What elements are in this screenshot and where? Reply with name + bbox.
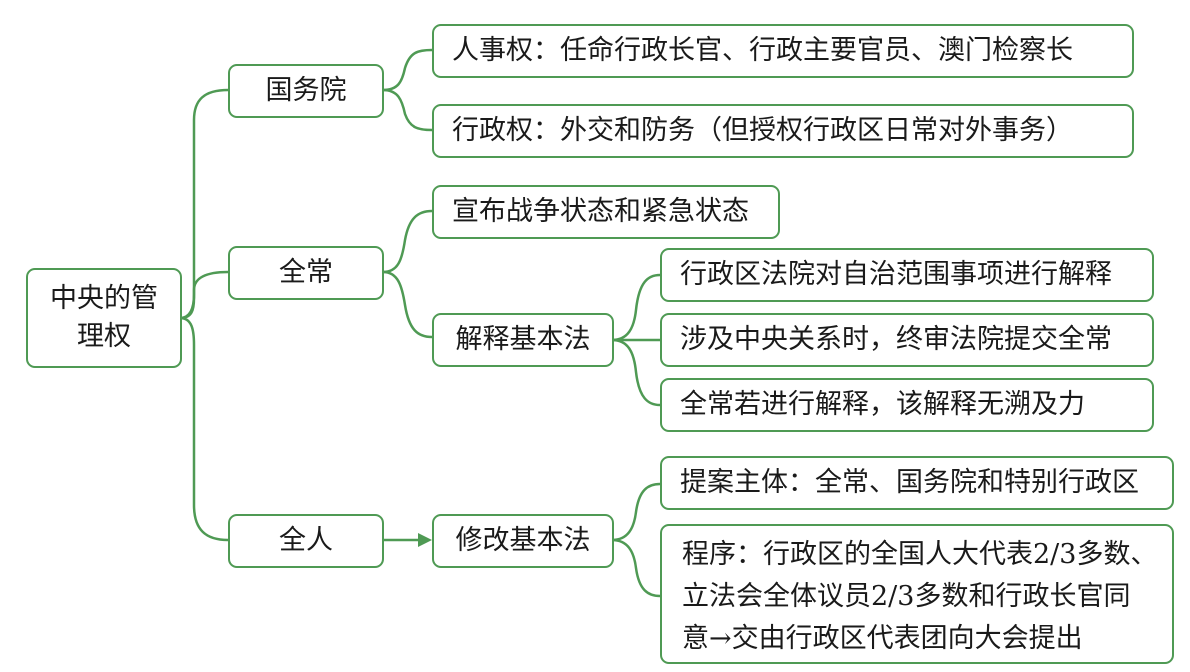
node-jieshi-3: 全常若进行解释，该解释无溯及力 [660,378,1154,432]
node-xingzhengquan: 行政权：外交和防务（但授权行政区日常对外事务） [432,104,1134,158]
node-quanchang: 全常 [228,246,384,300]
node-xiugai-2-line1: 程序：行政区的全国人大代表2/3多数、 [682,539,1158,570]
node-jieshi-2: 涉及中央关系时，终审法院提交全常 [660,313,1154,367]
node-xiugai-2-line2: 立法会全体议员2/3多数和行政长官同 [682,581,1131,612]
node-jieshi: 解释基本法 [432,313,614,367]
node-quanren: 全人 [228,514,384,568]
root-label-line2: 理权 [77,321,131,352]
node-renshiquan: 人事权：任命行政长官、行政主要官员、澳门检察长 [432,24,1134,78]
node-xiugai-2: 程序：行政区的全国人大代表2/3多数、 立法会全体议员2/3多数和行政长官同 意… [660,524,1174,664]
node-jieshi-1: 行政区法院对自治范围事项进行解释 [660,248,1154,302]
node-xuanbu: 宣布战争状态和紧急状态 [432,185,780,239]
node-xiugai-1: 提案主体：全常、国务院和特别行政区 [660,456,1174,510]
root-label-line1: 中央的管 [50,283,158,314]
arrow-head-icon [418,533,432,547]
root-node: 中央的管 理权 [26,268,182,368]
node-xiugai: 修改基本法 [432,514,614,568]
node-xiugai-2-line3: 意→交由行政区代表团向大会提出 [682,623,1083,654]
node-guowuyuan: 国务院 [228,64,384,118]
